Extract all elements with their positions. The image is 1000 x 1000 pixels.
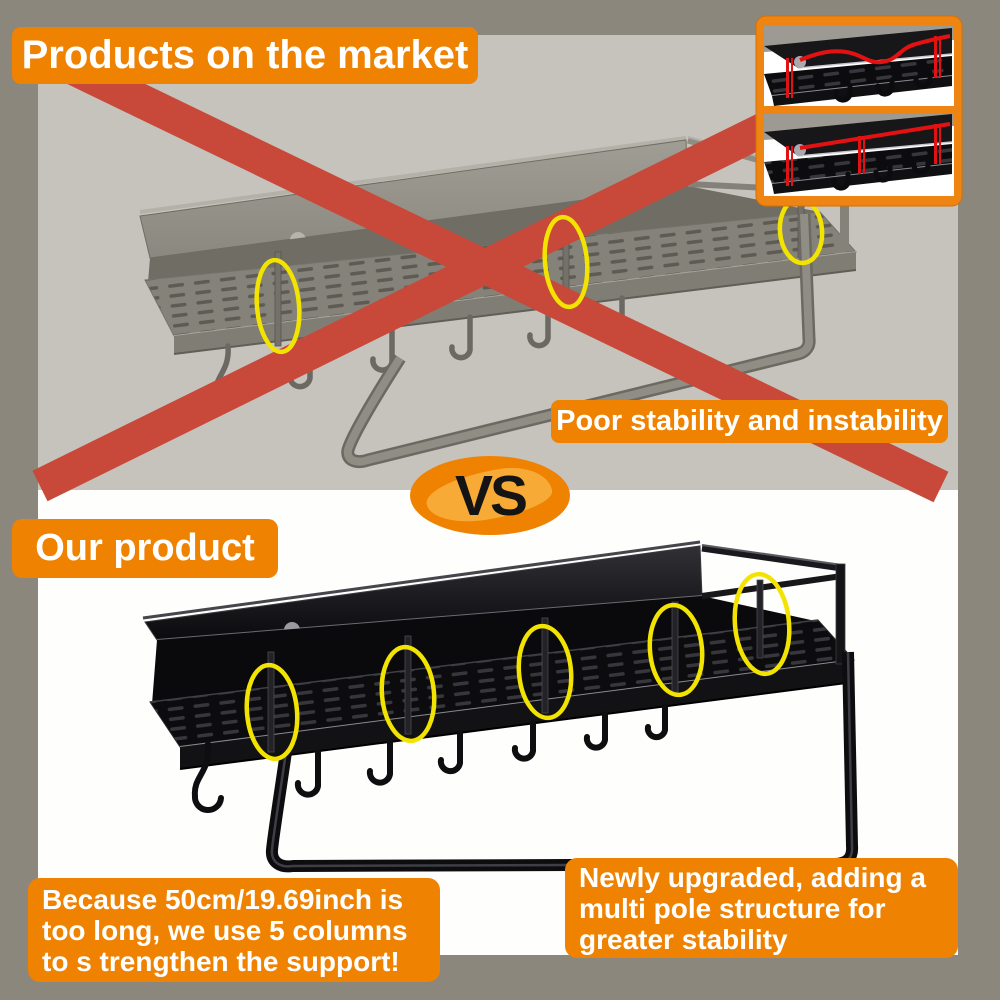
our-left-note-line: Because 50cm/19.69inch is [42, 883, 404, 915]
our-left-note-line: to s trengthen the support! [42, 945, 400, 977]
our-highlight-ellipses [244, 571, 792, 762]
vs-label: VS [454, 463, 528, 528]
inset-red-columns-multi [786, 124, 941, 186]
our-right-note-line: multi pole structure for [579, 892, 886, 924]
black-support-columns [267, 579, 764, 753]
market-section-title: Products on the market [12, 27, 478, 84]
our-left-note-line: too long, we use 5 columns [42, 914, 408, 946]
our-right-note: Newly upgraded, adding a multi pole stru… [565, 858, 958, 958]
our-right-note-line: greater stability [579, 923, 788, 955]
vs-badge: VS [410, 456, 570, 535]
market-caption: Poor stability and instability [551, 400, 948, 443]
inset-bent-red-line [799, 34, 951, 65]
our-section-title: Our product [12, 519, 278, 578]
black-hooks [191, 703, 668, 813]
inset-straight-shelf [764, 114, 954, 194]
our-product-illustration [142, 540, 859, 873]
inset-straight-red-line [799, 122, 951, 150]
our-left-note: Because 50cm/19.69inch is too long, we u… [28, 878, 440, 982]
inset-bent-shelf [764, 26, 954, 106]
inset-red-columns [786, 36, 941, 98]
gray-towel-bar [341, 213, 816, 469]
market-highlight-ellipses [254, 196, 825, 355]
comparison-inset [755, 15, 963, 207]
our-right-note-line: Newly upgraded, adding a [579, 861, 926, 893]
